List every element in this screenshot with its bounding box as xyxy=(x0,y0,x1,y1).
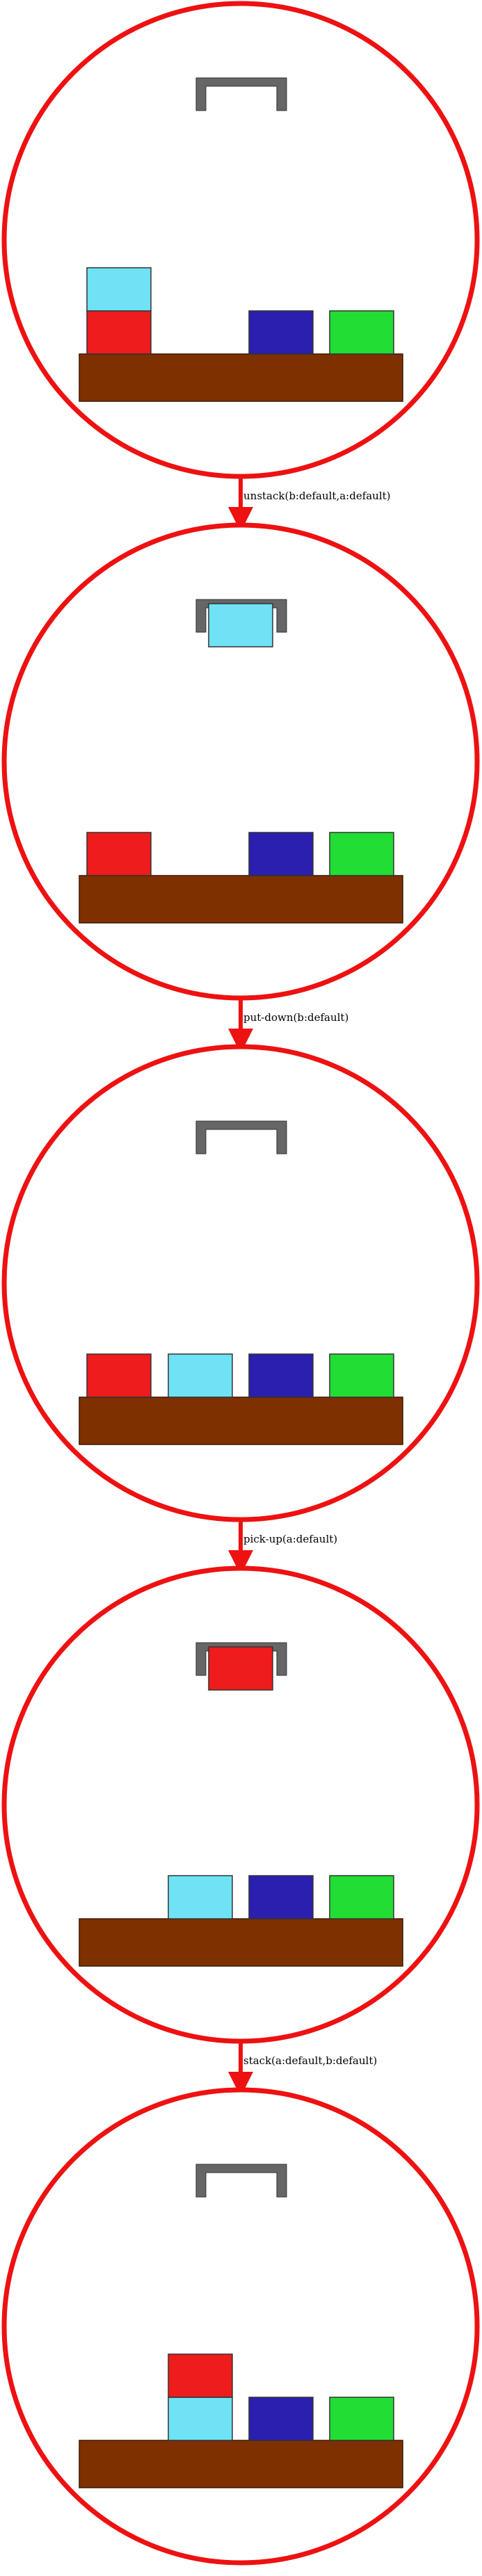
block-b xyxy=(168,2397,233,2441)
block-d xyxy=(329,1875,394,1919)
state-circle xyxy=(1,1044,480,1522)
state-1 xyxy=(1,1,480,479)
block-d xyxy=(329,832,394,876)
block-c xyxy=(248,310,314,355)
state-circle xyxy=(1,522,480,1001)
table xyxy=(79,1918,403,1967)
block-d xyxy=(329,2397,394,2441)
gripper-icon xyxy=(195,77,287,111)
action-labels: unstack(b:default,a:default) put-down(b:d… xyxy=(243,490,391,2067)
action-label: pick-up(a:default) xyxy=(243,1533,337,1545)
action-label: stack(a:default,b:default) xyxy=(243,2054,377,2067)
action-label: put-down(b:default) xyxy=(243,1011,348,1024)
block-a xyxy=(168,2353,233,2398)
table xyxy=(79,1396,403,1445)
block-d xyxy=(329,1353,394,1398)
state-circle xyxy=(1,2087,480,2566)
block-d xyxy=(329,310,394,355)
block-b xyxy=(168,1875,233,1919)
state-circle xyxy=(1,1565,480,2044)
block-c xyxy=(248,1353,314,1398)
block-a xyxy=(86,1353,152,1398)
action-label: unstack(b:default,a:default) xyxy=(243,490,391,502)
block-a-held xyxy=(208,1646,273,1691)
state-circle xyxy=(1,1,480,479)
gripper-icon xyxy=(195,1120,287,1154)
state-2 xyxy=(1,522,480,1001)
gripper-icon xyxy=(195,2164,287,2198)
block-c xyxy=(248,2397,314,2441)
block-c xyxy=(248,1875,314,1919)
state-5 xyxy=(1,2087,480,2566)
table xyxy=(79,353,403,402)
block-a xyxy=(86,832,152,876)
state-4 xyxy=(1,1565,480,2044)
table xyxy=(79,2440,403,2488)
block-b xyxy=(86,267,152,312)
block-c xyxy=(248,832,314,876)
block-b xyxy=(168,1353,233,1398)
block-b-held xyxy=(208,603,273,647)
table xyxy=(79,875,403,924)
block-a xyxy=(86,310,152,355)
state-3 xyxy=(1,1044,480,1522)
